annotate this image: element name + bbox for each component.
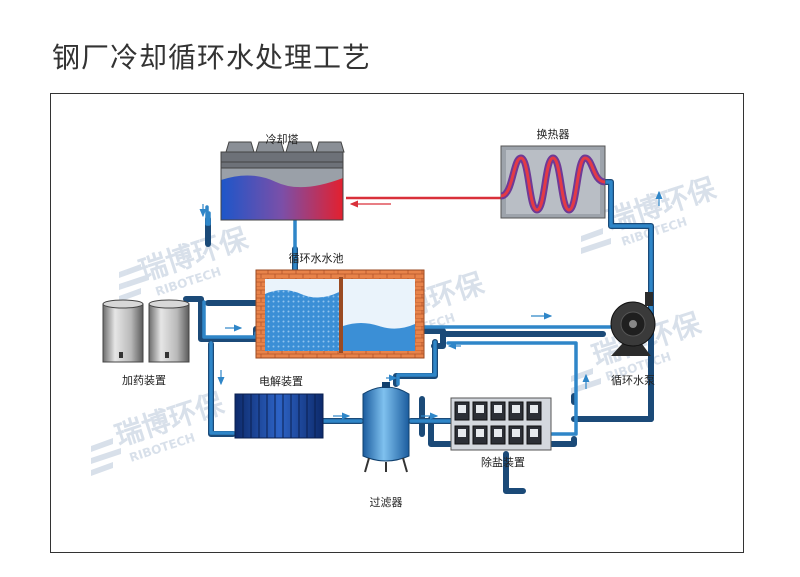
dosing-device: 加药装置 [102, 299, 190, 387]
circulating-pool-label: 循环水水池 [289, 252, 344, 265]
pipe-desal-return [446, 341, 578, 436]
watermark-1: 瑞博环保 RIBOTECH [119, 221, 253, 302]
diagram-frame: 瑞博环保 RIBOTECH 瑞博环保 RIBOTECH 瑞博环保 RIBOTEC… [50, 93, 744, 553]
page-title: 钢厂冷却循环水处理工艺 [52, 41, 372, 74]
watermark-5: 瑞博环保 RIBOTECH [91, 386, 229, 476]
circulating-pump: 循环水泵 [610, 292, 656, 387]
pipe-exchanger-to-pump [596, 180, 653, 321]
electrolysis-device-label: 电解装置 [259, 374, 303, 388]
circulating-pump-label: 循环水泵 [611, 374, 655, 387]
cooling-tower-label: 冷却塔 [266, 133, 299, 146]
pipe-dosing-to-pool [202, 300, 258, 339]
desalination-device: 除盐装置 [450, 397, 552, 469]
heat-exchanger: 换热器 [499, 127, 606, 219]
desalination-device-label: 除盐装置 [481, 455, 525, 469]
dosing-device-label: 加药装置 [122, 374, 166, 387]
flow-arrows [199, 190, 663, 420]
pipe-pool-to-electrolysis [209, 341, 236, 435]
heat-exchanger-label: 换热器 [537, 127, 570, 141]
electrolysis-device: 电解装置 [234, 374, 324, 439]
process-diagram: 瑞博环保 RIBOTECH 瑞博环保 RIBOTECH 瑞博环保 RIBOTEC… [91, 127, 721, 509]
pipe-pool-to-filter-top [396, 340, 437, 386]
filter-label: 过滤器 [370, 496, 403, 509]
filter: 过滤器 [362, 382, 410, 509]
cooling-tower: 冷却塔 [220, 133, 345, 221]
circulating-pool: 循环水水池 [255, 252, 425, 359]
